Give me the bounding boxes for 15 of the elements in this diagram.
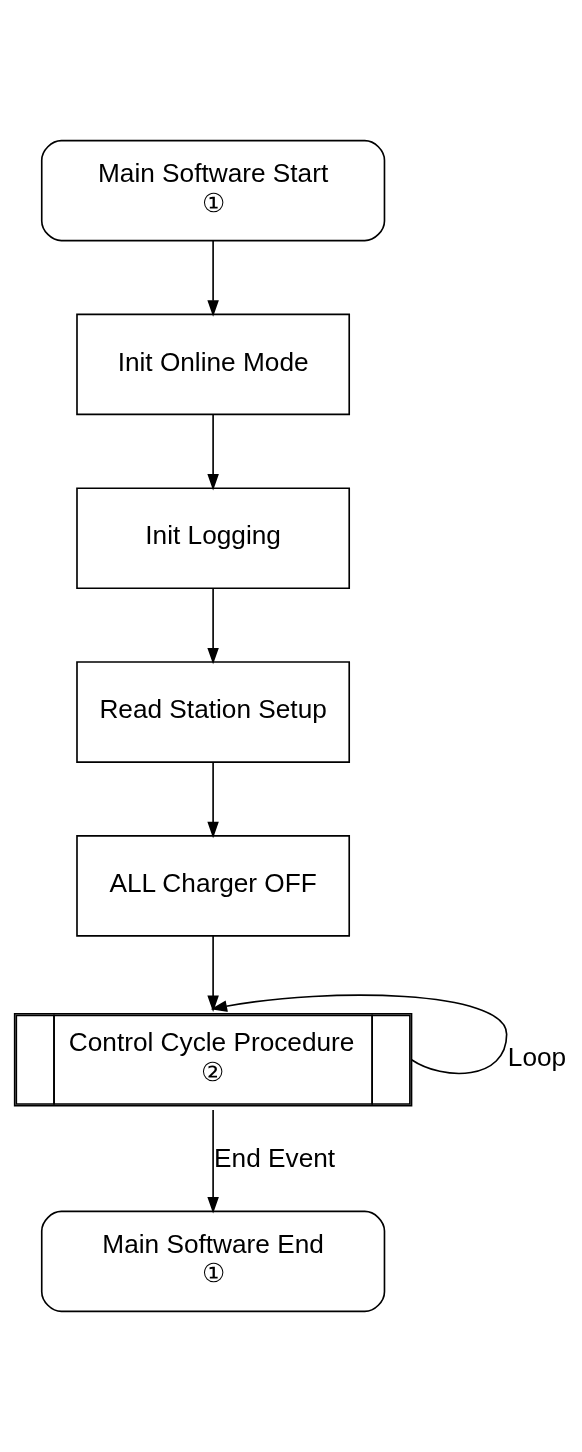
arrow <box>210 994 508 1075</box>
arrow <box>207 1109 219 1214</box>
edge-label: End Event <box>214 1142 336 1173</box>
arrow <box>207 413 219 491</box>
arrow <box>207 761 219 839</box>
arrow <box>207 587 219 665</box>
edge-label: Loop <box>507 1041 567 1072</box>
node-box: Main Software End ① <box>40 1210 386 1313</box>
node-box: Main Software Start ① <box>40 139 386 242</box>
node-box: Init Logging <box>76 487 351 590</box>
node-box: Init Online Mode <box>76 313 351 416</box>
arrow <box>207 239 219 317</box>
node-box: Read Station Setup <box>76 661 351 763</box>
node-box: ALL Charger OFF <box>76 835 351 937</box>
arrow <box>207 935 219 1013</box>
